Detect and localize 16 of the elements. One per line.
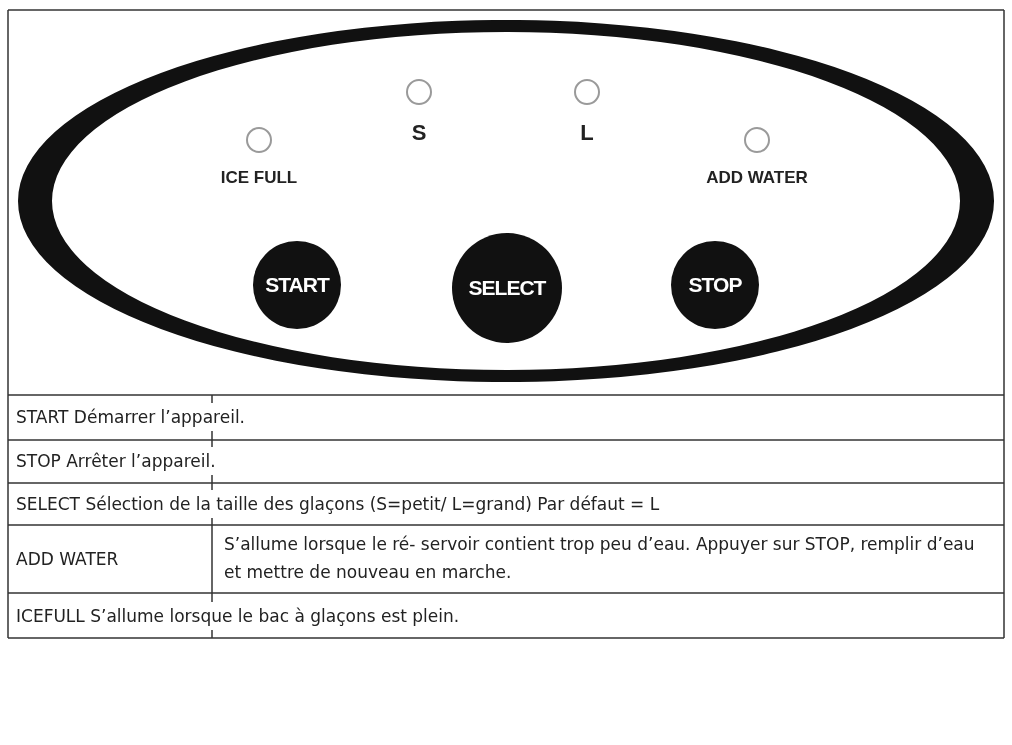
description-text: SELECT Sélection de la taille des glaçons (S=petit/ L=grand) Par défaut = L	[16, 490, 660, 518]
indicator-label: S	[411, 120, 427, 146]
indicator-light	[574, 79, 600, 105]
control-panel	[18, 20, 994, 382]
round-button: START	[253, 241, 341, 329]
indicator-label: ADD WATER	[706, 168, 808, 188]
indicator-label: ICE FULL	[220, 168, 298, 188]
description-text: ICEFULL S’allume lorsque le bac à glaçons est plein.	[16, 602, 460, 630]
indicator-light	[406, 79, 432, 105]
round-button: STOP	[671, 241, 759, 329]
indicator-light	[246, 127, 272, 153]
indicator-light	[744, 127, 770, 153]
indicator-label: L	[580, 120, 594, 146]
description-text: STOP Arrêter l’appareil.	[16, 447, 216, 475]
round-button: SELECT	[452, 233, 562, 343]
description-text: START Démarrer l’appareil.	[16, 403, 245, 431]
